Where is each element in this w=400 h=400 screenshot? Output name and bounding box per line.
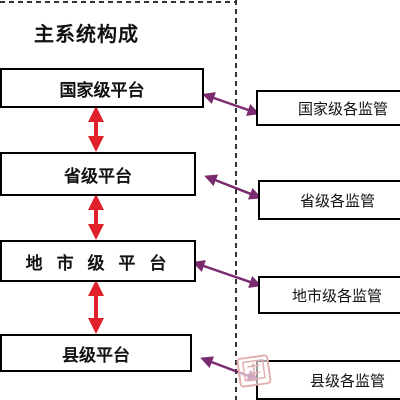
province-regulator-box: 省级各监管	[258, 180, 400, 220]
province-platform-box: 省级平台	[0, 152, 196, 196]
national-platform-box: 国家级平台	[0, 68, 204, 108]
seal-glyph-icon	[241, 358, 266, 382]
county-platform-box: 县级平台	[0, 334, 192, 372]
watermark-seal-icon	[236, 353, 272, 389]
province-regulator-arrow	[204, 174, 262, 200]
province-platform-label: 省级平台	[64, 166, 132, 187]
national-regulator-box: 国家级各监管	[256, 90, 400, 126]
county-regulator-box: 县级各监管	[256, 360, 400, 400]
prefecture-regulator-arrow	[192, 260, 262, 288]
prefecture-platform-label: 地 市 级 平 台	[25, 253, 171, 274]
province-regulator-label: 省级各监管	[300, 191, 376, 210]
national-regulator-arrow	[202, 92, 260, 116]
county-platform-label: 县级平台	[62, 345, 130, 366]
national-platform-label: 国家级平台	[59, 80, 145, 101]
prefecture-regulator-box: 地市级各监管	[258, 276, 400, 314]
prefecture-regulator-label: 地市级各监管	[292, 286, 383, 305]
prefecture-platform-box: 地 市 级 平 台	[0, 240, 196, 282]
national-regulator-label: 国家级各监管	[298, 99, 389, 118]
main-system-title: 主系统构成	[34, 22, 139, 46]
county-regulator-label: 县级各监管	[310, 371, 386, 390]
